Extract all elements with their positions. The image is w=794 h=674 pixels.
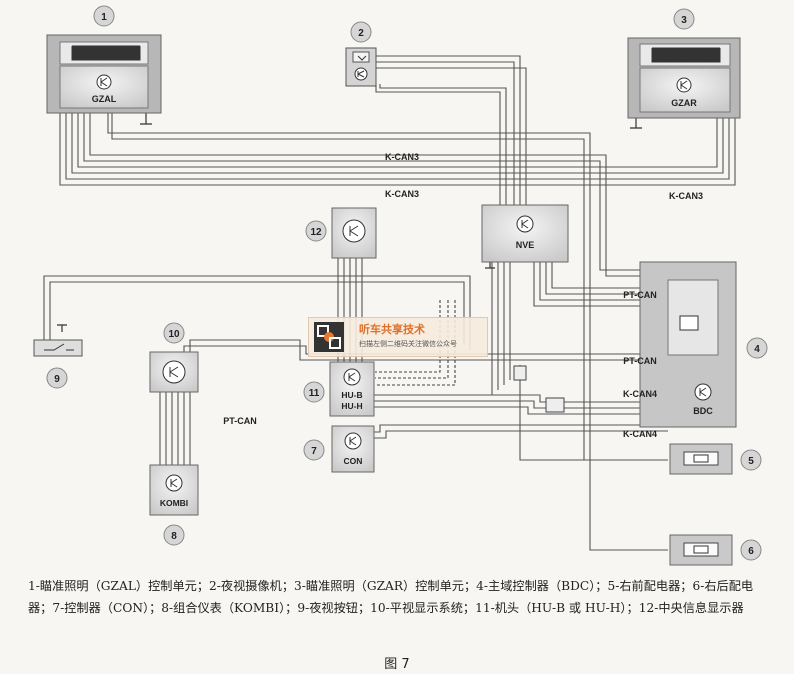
callout-9: 9 bbox=[46, 367, 68, 389]
gzar-label: GZAR bbox=[671, 98, 697, 108]
inline-connectors bbox=[513, 365, 565, 413]
callout-10: 10 bbox=[163, 322, 185, 344]
svg-text:5: 5 bbox=[748, 456, 754, 467]
svg-text:11: 11 bbox=[309, 388, 320, 399]
unit-night-vision-button bbox=[33, 339, 83, 357]
callout-2: 2 bbox=[350, 21, 372, 43]
callout-8: 8 bbox=[163, 524, 185, 546]
callout-12: 12 bbox=[305, 220, 327, 242]
svg-text:12: 12 bbox=[310, 227, 322, 238]
callout-4: 4 bbox=[746, 337, 768, 359]
callout-7: 7 bbox=[303, 439, 325, 461]
unit-bdc: BDC bbox=[639, 261, 737, 428]
gzal-label: GZAL bbox=[92, 94, 117, 104]
con-label: CON bbox=[344, 456, 363, 466]
watermark-title: 听车共享技术 bbox=[359, 323, 425, 336]
watermark-banner: 听车共享技术 扫描左侧二维码关注微信公众号 bbox=[308, 317, 488, 357]
svg-text:8: 8 bbox=[171, 531, 177, 542]
unit-front-power-distributor bbox=[669, 443, 733, 475]
bus-label-kcan3: K-CAN3 bbox=[385, 189, 419, 199]
unit-controller-con: CON bbox=[331, 425, 375, 473]
huh-label: HU-H bbox=[341, 401, 362, 411]
nve-label: NVE bbox=[516, 240, 535, 250]
ground-symbols bbox=[57, 112, 642, 332]
unit-instrument-cluster: KOMBI bbox=[149, 464, 199, 516]
svg-text:10: 10 bbox=[168, 329, 180, 340]
unit-rear-power-distributor bbox=[669, 534, 733, 566]
bdc-label: BDC bbox=[693, 406, 713, 416]
callout-11: 11 bbox=[303, 381, 325, 403]
callout-6: 6 bbox=[740, 539, 762, 561]
kombi-label: KOMBI bbox=[160, 498, 188, 508]
svg-text:7: 7 bbox=[311, 446, 317, 457]
bus-label-ptcan: PT-CAN bbox=[623, 356, 657, 366]
svg-text:6: 6 bbox=[748, 546, 754, 557]
callout-1: 1 bbox=[93, 5, 115, 27]
qr-code-icon bbox=[314, 322, 344, 352]
svg-text:1: 1 bbox=[101, 12, 107, 23]
unit-night-vision-camera bbox=[345, 47, 377, 87]
wiring-diagram: GZAL GZAR NVE bbox=[33, 5, 768, 566]
figure-number: 图 7 bbox=[384, 657, 410, 672]
wires bbox=[43, 55, 736, 551]
svg-text:3: 3 bbox=[681, 15, 687, 26]
watermark-subtitle: 扫描左侧二维码关注微信公众号 bbox=[359, 340, 457, 348]
bus-label-kcan4: K-CAN4 bbox=[623, 389, 657, 399]
bus-label-ptcan: PT-CAN bbox=[623, 290, 657, 300]
unit-gzar: GZAR bbox=[627, 37, 741, 119]
bus-label-kcan3: K-CAN3 bbox=[385, 152, 419, 162]
hub-label: HU-B bbox=[341, 390, 362, 400]
bus-label-kcan4: K-CAN4 bbox=[623, 429, 657, 439]
unit-gzal: GZAL bbox=[46, 34, 162, 114]
unit-central-display bbox=[331, 207, 377, 259]
bus-label-ptcan: PT-CAN bbox=[223, 416, 257, 426]
bus-label-kcan3: K-CAN3 bbox=[669, 191, 703, 201]
callout-3: 3 bbox=[673, 8, 695, 30]
svg-text:2: 2 bbox=[358, 28, 364, 39]
unit-head-up-display bbox=[149, 351, 199, 393]
unit-nve: NVE bbox=[481, 204, 569, 263]
unit-head-unit: HU-B HU-H bbox=[329, 361, 375, 417]
figure-caption: 1-瞄准照明（GZAL）控制单元；2-夜视摄像机；3-瞄准照明（GZAR）控制单… bbox=[28, 579, 754, 615]
svg-text:4: 4 bbox=[754, 344, 760, 355]
svg-text:9: 9 bbox=[54, 374, 60, 385]
callout-5: 5 bbox=[740, 449, 762, 471]
